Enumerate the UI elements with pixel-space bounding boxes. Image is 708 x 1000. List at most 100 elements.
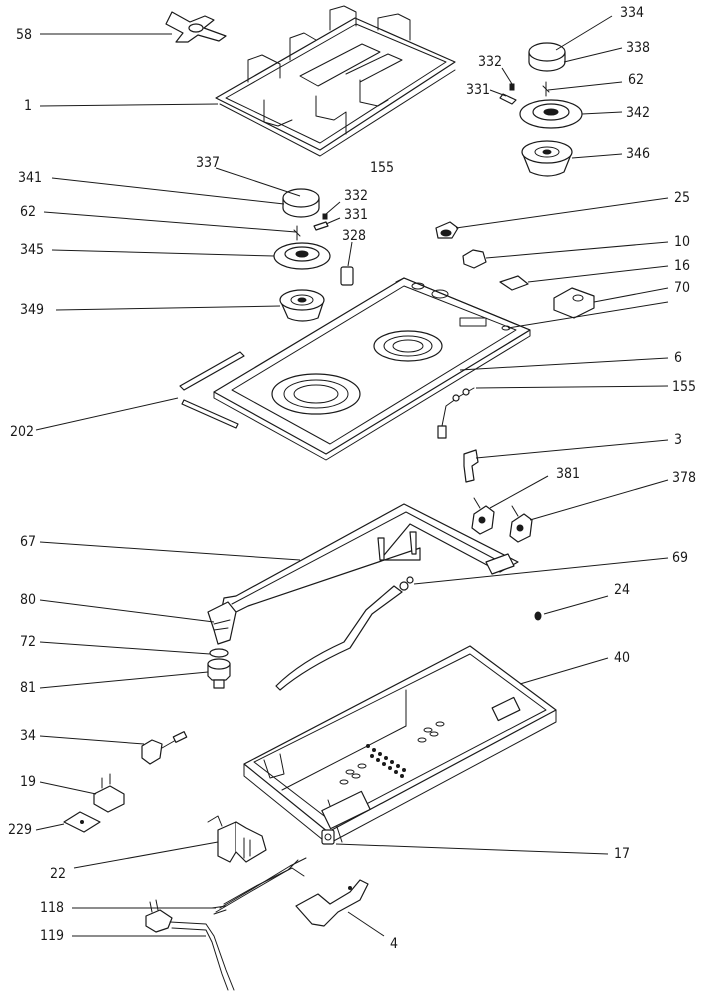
leader-67 (39, 541, 301, 561)
part-17-grommet (321, 829, 335, 845)
leader-342 (581, 111, 623, 115)
part-331-clip-right (499, 93, 517, 105)
callout-338: 338 (626, 40, 650, 56)
callout-341: 341 (18, 170, 42, 186)
leader-lines (35, 15, 669, 937)
leader-378 (529, 479, 669, 521)
leader-70 (593, 287, 669, 303)
part-202-seal-strips (179, 351, 245, 429)
callout-19: 19 (20, 774, 36, 790)
leader-16 (527, 265, 669, 283)
leader-338 (563, 47, 623, 63)
leader-6 (459, 357, 669, 371)
part-1-pan-support (215, 5, 456, 157)
leader-24 (543, 595, 609, 615)
callout-62-left: 62 (20, 204, 36, 220)
leader-349 (55, 305, 281, 311)
callout-229: 229 (8, 822, 32, 838)
part-378-gas-tap (509, 505, 533, 543)
part-119-mains-cable (145, 899, 235, 991)
callout-332-left: 332 (344, 188, 368, 204)
leader-3 (475, 439, 669, 459)
callout-1: 1 (24, 98, 32, 114)
leader-17 (335, 843, 609, 855)
leader-334 (555, 15, 613, 51)
callout-331-left: 331 (344, 207, 368, 223)
callout-6: 6 (674, 350, 682, 366)
part-62-thermocouple-left (293, 225, 301, 241)
leader-332-left (325, 201, 341, 215)
callout-381: 381 (556, 466, 580, 482)
leader-341 (51, 177, 285, 205)
callout-3: 3 (674, 432, 682, 448)
leader-69 (413, 557, 669, 585)
part-381-gas-tap (471, 497, 495, 535)
leader-19 (39, 781, 97, 795)
part-34-terminal (141, 731, 188, 765)
leader-345 (51, 249, 275, 257)
leader-1 (39, 103, 219, 107)
callout-58: 58 (16, 27, 32, 43)
part-229-plate (63, 811, 101, 833)
leader-40 (519, 657, 609, 685)
callout-67: 67 (20, 534, 36, 550)
callout-378: 378 (672, 470, 696, 486)
callout-334: 334 (620, 5, 644, 21)
callout-349: 349 (20, 302, 44, 318)
callout-69: 69 (672, 550, 688, 566)
callout-22: 22 (50, 866, 66, 882)
part-155-thermocouple (437, 387, 475, 439)
part-40-bottom-tray (243, 645, 557, 845)
leader-229 (35, 823, 65, 831)
leader-62-right (547, 81, 623, 91)
callout-4: 4 (390, 936, 398, 952)
part-70-holder (553, 287, 595, 319)
leader-22 (73, 841, 219, 869)
leader-331-right (489, 89, 507, 97)
callout-155-top: 155 (370, 160, 394, 176)
callout-81: 81 (20, 680, 36, 696)
callout-16: 16 (674, 258, 690, 274)
part-16-bracket (499, 275, 529, 291)
part-19-plug-block (93, 773, 125, 813)
callout-342: 342 (626, 105, 650, 121)
part-67-gas-pipe (221, 503, 519, 613)
callout-119: 119 (40, 928, 64, 944)
callout-337: 337 (196, 155, 220, 171)
callout-155-right: 155 (672, 379, 696, 395)
part-22-clamp-bracket (207, 815, 267, 863)
leader-34 (39, 735, 145, 745)
part-69-ignition-lead (275, 576, 414, 691)
leader-10 (485, 241, 669, 259)
part-118-wiring (211, 857, 307, 915)
callout-25: 25 (674, 190, 690, 206)
part-81-fitting (207, 658, 231, 689)
part-346-small-burner-body (521, 140, 573, 177)
callout-72: 72 (20, 634, 36, 650)
callout-328: 328 (342, 228, 366, 244)
leader-328 (347, 241, 353, 267)
callout-332-right: 332 (478, 54, 502, 70)
leader-72 (39, 641, 211, 655)
callout-346: 346 (626, 146, 650, 162)
part-24-screw (534, 611, 542, 621)
leader-332-right (501, 67, 513, 85)
leader-331-left (325, 217, 341, 225)
part-62-thermocouple-right (542, 81, 550, 97)
part-58-cross-trivet (165, 11, 227, 43)
part-349-large-burner-body (279, 289, 325, 322)
leader-62-left (43, 211, 297, 233)
part-328-spark-plug (340, 266, 354, 286)
callout-numbers: 58 1 334 332 338 331 62 342 346 155 337 … (8, 5, 696, 952)
callout-24: 24 (614, 582, 630, 598)
callout-331-right: 331 (466, 82, 490, 98)
part-80-elbow (207, 601, 237, 645)
tray-vent-holes (339, 721, 445, 785)
callout-70: 70 (674, 280, 690, 296)
leader-202 (35, 397, 179, 431)
leader-346 (571, 153, 623, 159)
leader-81 (39, 671, 209, 689)
callout-345: 345 (20, 242, 44, 258)
callout-202: 202 (10, 424, 34, 440)
